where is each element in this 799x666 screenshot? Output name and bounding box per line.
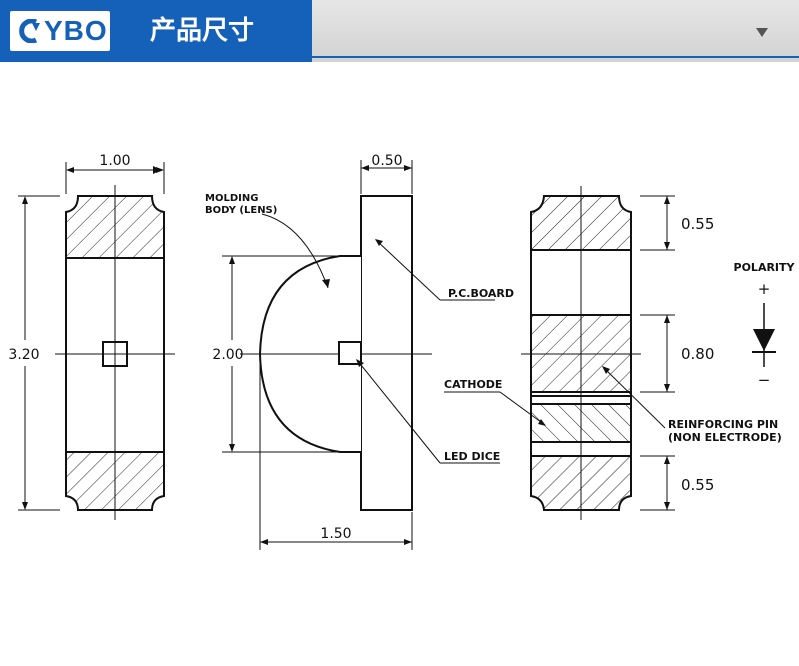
polarity-plus: + — [758, 280, 771, 298]
dim-label: 0.55 — [681, 476, 714, 494]
logo[interactable]: YBO — [10, 11, 110, 51]
header-brand-bar: YBO 产品尺寸 — [0, 0, 312, 62]
dim-label: 0.55 — [681, 215, 714, 233]
front-view — [55, 185, 175, 520]
label-reinforcing: REINFORCING PIN — [668, 418, 778, 431]
page-title: 产品尺寸 — [150, 15, 255, 45]
diode-icon — [753, 329, 775, 351]
logo-text: YBO — [44, 15, 108, 46]
header-bar — [312, 0, 799, 62]
dim-total-depth: 1.50 — [259, 360, 413, 550]
label-non-electrode: (NON ELECTRODE) — [668, 431, 782, 444]
side-view — [240, 195, 432, 511]
bottom-view-callouts: CATHODE REINFORCING PIN (NON ELECTRODE) — [444, 366, 782, 444]
dim-label: 3.20 — [8, 347, 39, 363]
dim-board-thickness: 0.50 — [360, 153, 413, 194]
label-led-dice: LED DICE — [444, 450, 500, 463]
bottom-view — [521, 186, 641, 520]
dim-top-width: 1.00 — [65, 153, 165, 194]
label-molding-body: BODY (LENS) — [205, 205, 277, 216]
dim-label: 0.50 — [371, 153, 402, 169]
dim-label: 0.80 — [681, 345, 714, 363]
dim-lens-height: 2.00 — [212, 255, 340, 453]
polarity-minus: − — [758, 371, 771, 389]
header: YBO 产品尺寸 — [0, 0, 799, 62]
pc-board-shape — [360, 195, 413, 511]
dim-height: 3.20 — [8, 195, 60, 511]
label-cathode: CATHODE — [444, 378, 502, 391]
dimension-drawing: 1.00 3.20 2.00 0.50 — [8, 153, 796, 550]
dim-label: 2.00 — [212, 347, 243, 363]
caret-down-icon[interactable] — [752, 22, 772, 42]
side-view-callouts: MOLDING BODY (LENS) P.C.BOARD LED DICE — [205, 193, 514, 464]
logo-mark-icon — [19, 19, 40, 43]
label-polarity: POLARITY — [734, 261, 796, 274]
label-pc-board: P.C.BOARD — [448, 287, 514, 300]
polarity-symbol: POLARITY + − — [734, 261, 796, 389]
label-molding: MOLDING — [205, 193, 258, 204]
dim-pads: 0.55 0.80 0.55 — [640, 195, 714, 511]
dim-label: 1.00 — [99, 153, 130, 169]
dim-label: 1.50 — [320, 526, 351, 542]
